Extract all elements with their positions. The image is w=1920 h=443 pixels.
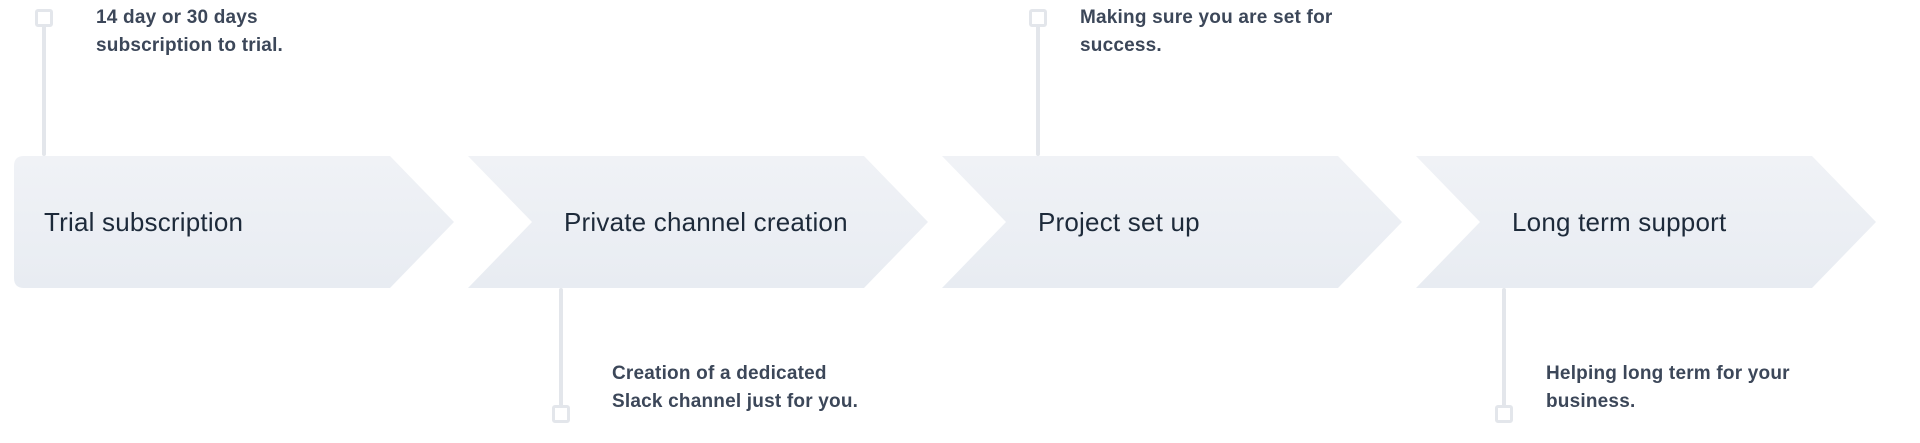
stage-label: Trial subscription — [44, 206, 244, 237]
note-line: success. — [1080, 35, 1162, 56]
note-line: subscription to trial. — [96, 35, 284, 56]
note-line: Slack channel just for you. — [612, 391, 859, 412]
connector-line-stage-1 — [42, 18, 46, 156]
connector-line-stage-3 — [1036, 18, 1040, 156]
connector-marker-stage-3 — [1029, 9, 1047, 27]
connector-marker-stage-4 — [1495, 405, 1513, 423]
connector-marker-stage-1 — [35, 9, 53, 27]
stage-bar-project-set-up: Project set up — [942, 156, 1402, 288]
stage-bar-long-term-support: Long term support — [1416, 156, 1876, 288]
stage-note-project-set-up: Making sure you are set for success. — [1080, 4, 1332, 60]
connector-marker-stage-2 — [552, 405, 570, 423]
stage-label: Project set up — [1038, 206, 1200, 237]
stage-label: Private channel creation — [564, 206, 848, 237]
note-line: 14 day or 30 days — [96, 7, 258, 28]
note-line: Helping long term for your — [1546, 363, 1790, 384]
stage-bar-trial-subscription: Trial subscription — [14, 156, 454, 288]
stage-note-private-channel-creation: Creation of a dedicated Slack channel ju… — [612, 360, 858, 416]
stage-label: Long term support — [1512, 206, 1727, 237]
stage-bar-private-channel-creation: Private channel creation — [468, 156, 928, 288]
note-line: Making sure you are set for — [1080, 7, 1333, 28]
note-line: Creation of a dedicated — [612, 363, 827, 384]
stage-note-long-term-support: Helping long term for your business. — [1546, 360, 1790, 416]
note-line: business. — [1546, 391, 1636, 412]
connector-line-stage-2 — [559, 288, 563, 414]
stage-note-trial-subscription: 14 day or 30 days subscription to trial. — [96, 4, 283, 60]
connector-line-stage-4 — [1502, 288, 1506, 414]
